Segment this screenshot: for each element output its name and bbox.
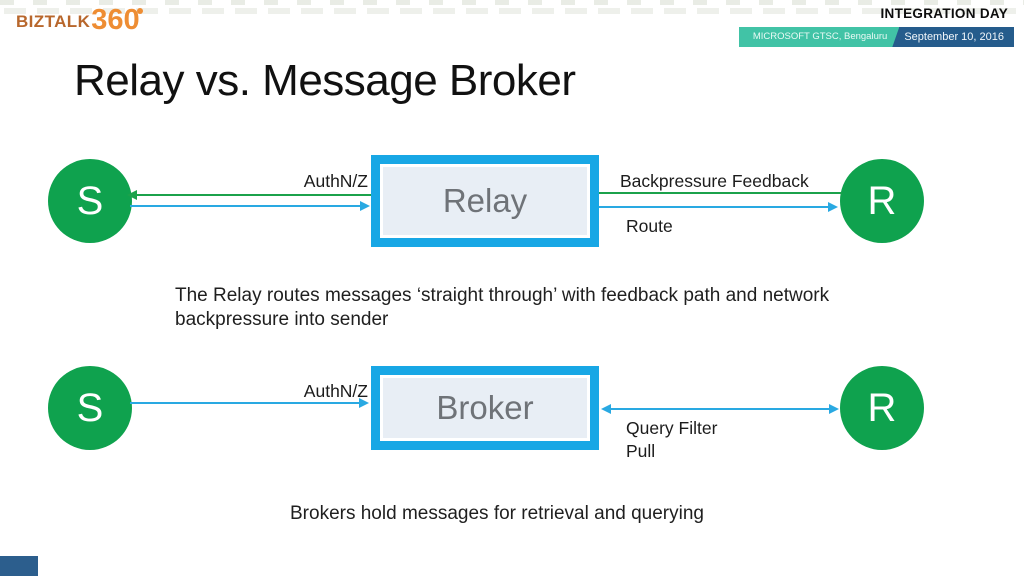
route-line-right bbox=[599, 206, 830, 208]
route-label: Route bbox=[626, 216, 673, 236]
backpressure-line-left bbox=[130, 194, 371, 196]
broker-authnz-label: AuthN/Z bbox=[303, 381, 368, 401]
broker-box-label: Broker bbox=[380, 375, 590, 441]
route-arrowhead-icon bbox=[828, 202, 838, 212]
slide-title: Relay vs. Message Broker bbox=[74, 56, 576, 105]
relay-authnz-label: AuthN/Z bbox=[303, 171, 368, 191]
event-banner: MICROSOFT GTSC, Bengaluru September 10, … bbox=[739, 27, 1014, 47]
route-arrowhead-icon bbox=[360, 201, 370, 211]
backpressure-line-right bbox=[599, 192, 842, 194]
biztalk360-logo: BIZTALK 360 bbox=[16, 6, 143, 35]
backpressure-arrowhead-icon bbox=[127, 190, 137, 200]
backpressure-feedback-label: Backpressure Feedback bbox=[620, 171, 809, 191]
event-title: INTEGRATION DAY bbox=[880, 6, 1008, 21]
slide-corner-accent bbox=[0, 556, 38, 576]
route-line-left bbox=[130, 205, 362, 207]
relay-box-label: Relay bbox=[380, 164, 590, 238]
logo-360-text: 360 bbox=[91, 6, 143, 35]
broker-pull-line bbox=[608, 408, 831, 410]
logo-dot-icon bbox=[136, 8, 143, 14]
broker-caption: Brokers hold messages for retrieval and … bbox=[290, 503, 704, 524]
broker-box: Broker bbox=[371, 366, 599, 450]
broker-pull-arrowhead-left-icon bbox=[601, 404, 611, 414]
banner-venue: MICROSOFT GTSC, Bengaluru bbox=[739, 27, 899, 47]
top-watermark-pattern bbox=[0, 0, 1024, 5]
logo-biztalk-text: BIZTALK bbox=[16, 11, 91, 31]
relay-sender-node: S bbox=[48, 159, 132, 243]
receiver-label: R bbox=[867, 385, 897, 430]
sender-label: S bbox=[76, 385, 104, 430]
broker-send-arrowhead-icon bbox=[359, 398, 369, 408]
top-watermark-pattern bbox=[0, 8, 1024, 14]
broker-send-line bbox=[130, 402, 361, 404]
relay-caption: The Relay routes messages ‘straight thro… bbox=[175, 285, 830, 330]
relay-box: Relay bbox=[371, 155, 599, 247]
broker-pull-arrowhead-right-icon bbox=[829, 404, 839, 414]
sender-label: S bbox=[76, 178, 104, 223]
receiver-label: R bbox=[867, 178, 897, 223]
banner-date: September 10, 2016 bbox=[892, 27, 1014, 47]
pull-label: Pull bbox=[626, 441, 656, 461]
broker-receiver-node: R bbox=[840, 366, 924, 450]
broker-sender-node: S bbox=[48, 366, 132, 450]
relay-receiver-node: R bbox=[840, 159, 924, 243]
query-filter-label: Query Filter bbox=[626, 418, 718, 438]
